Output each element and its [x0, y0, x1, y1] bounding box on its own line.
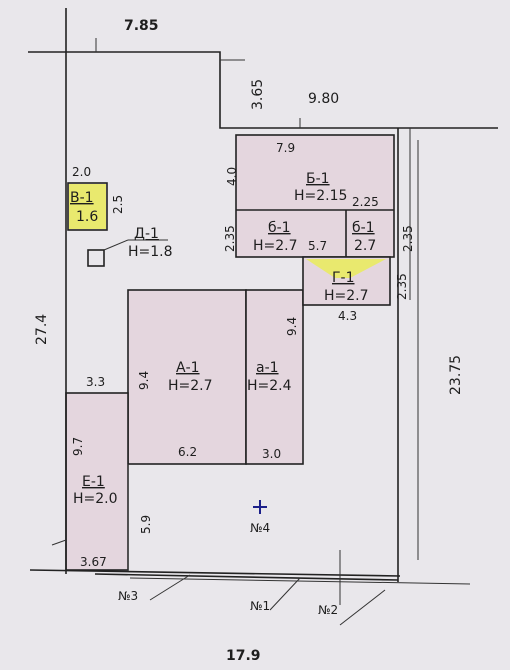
e1-height: 9.7 [71, 437, 85, 456]
dim-top-left: 7.85 [124, 18, 159, 34]
a1-name: А-1 [176, 360, 200, 376]
g1-side: 2.35 [395, 273, 409, 300]
marker-n3: №3 [118, 589, 138, 603]
g1-name: Г-1 [332, 270, 355, 286]
dim-notch: 3.65 [250, 79, 266, 110]
b1-name: Б-1 [306, 171, 330, 187]
a1-width: 6.2 [178, 445, 197, 459]
g1-h: H=2.7 [324, 288, 369, 304]
v1-name: В-1 [70, 190, 94, 206]
street-tick-3 [339, 589, 386, 626]
street-line-3 [129, 577, 471, 585]
b1-h: H=2.15 [294, 188, 347, 204]
b1-width: 7.9 [276, 141, 295, 155]
d1-right-h: 2.7 [354, 238, 376, 254]
dim-left-total: 27.4 [34, 314, 50, 345]
dd1-h: H=1.8 [128, 244, 173, 260]
marker-n2: №2 [318, 603, 338, 617]
building-a1 [127, 289, 247, 465]
highlight-g1 [306, 259, 386, 278]
dd1-name: Д-1 [134, 226, 159, 242]
d1-right-name: б-1 [352, 220, 375, 236]
d1-right-side: 2.35 [401, 225, 415, 252]
v1-height: 2.5 [111, 195, 125, 214]
a1-h: H=2.7 [168, 378, 213, 394]
e1-top: 3.3 [86, 375, 105, 389]
v1-width: 2.0 [72, 165, 91, 179]
e1-name: Е-1 [82, 474, 105, 490]
g1-width: 4.3 [338, 309, 357, 323]
a1b-name: а-1 [256, 360, 279, 376]
street-tick-1 [149, 574, 191, 601]
ext-e1-left [51, 539, 67, 546]
a1b-h: H=2.4 [247, 378, 292, 394]
street-tick-2 [269, 577, 301, 611]
a1b-height: 9.4 [285, 317, 299, 336]
v1-h: 1.6 [76, 209, 98, 225]
building-a1b [245, 289, 304, 465]
plot-boundary-top [28, 51, 498, 129]
street-line-2 [94, 573, 399, 581]
d1-left-width: 5.7 [308, 239, 327, 253]
e1-bottom: 3.67 [80, 555, 107, 569]
street-line-1 [29, 569, 401, 577]
building-dd1 [87, 249, 105, 267]
dim-right-total: 23.75 [448, 355, 464, 395]
d1-left-h: H=2.7 [253, 238, 298, 254]
a1-height: 9.4 [137, 371, 151, 390]
a1b-width: 3.0 [262, 447, 281, 461]
marker-n1: №1 [250, 599, 270, 613]
leader-dd1 [103, 239, 129, 251]
d1-left-name: б-1 [268, 220, 291, 236]
building-e1 [65, 392, 129, 571]
dim-top-right: 9.80 [308, 91, 339, 107]
highlight-v1 [69, 184, 106, 229]
building-b1 [235, 134, 395, 258]
crosshair-icon [253, 500, 267, 514]
dim-bottom-total: 17.9 [226, 648, 261, 664]
e1-gap: 5.9 [139, 515, 153, 534]
b1-side: 2.25 [352, 195, 379, 209]
b1-height: 4.0 [225, 167, 239, 186]
marker-n4: №4 [250, 521, 270, 535]
e1-h: H=2.0 [73, 491, 118, 507]
d1-left-height: 2.35 [223, 225, 237, 252]
